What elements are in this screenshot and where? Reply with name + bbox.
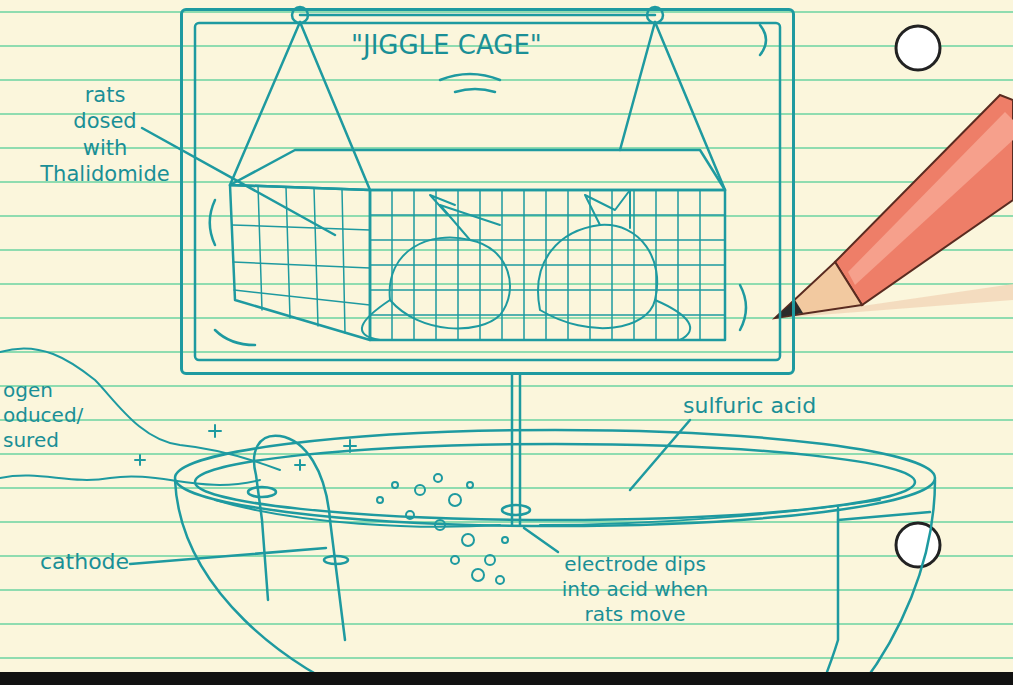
cage-title: "JIGGLE CAGE" [351, 29, 542, 62]
callout-label: rats dosed with Thalidomide [35, 82, 175, 187]
pencil [775, 95, 1013, 318]
sparkles [135, 425, 356, 470]
leader-line [142, 128, 335, 235]
ruled-lines [0, 12, 1013, 658]
ink-drawing [0, 7, 935, 685]
cut-off-label: ogen oduced/ sured [3, 378, 103, 453]
callout-label: sulfuric acid [683, 392, 853, 420]
leader-line [630, 420, 690, 490]
leader-line [524, 528, 558, 552]
frame-inner [195, 23, 780, 360]
callout-label: cathode [40, 548, 150, 576]
bottom-strip [0, 672, 1013, 685]
frame-box: "JIGGLE CAGE" [180, 8, 795, 375]
cage-grid [232, 186, 725, 340]
bubbles [377, 474, 508, 584]
leader-line [130, 548, 326, 564]
callout-label: electrode dips into acid when rats move [545, 552, 725, 627]
